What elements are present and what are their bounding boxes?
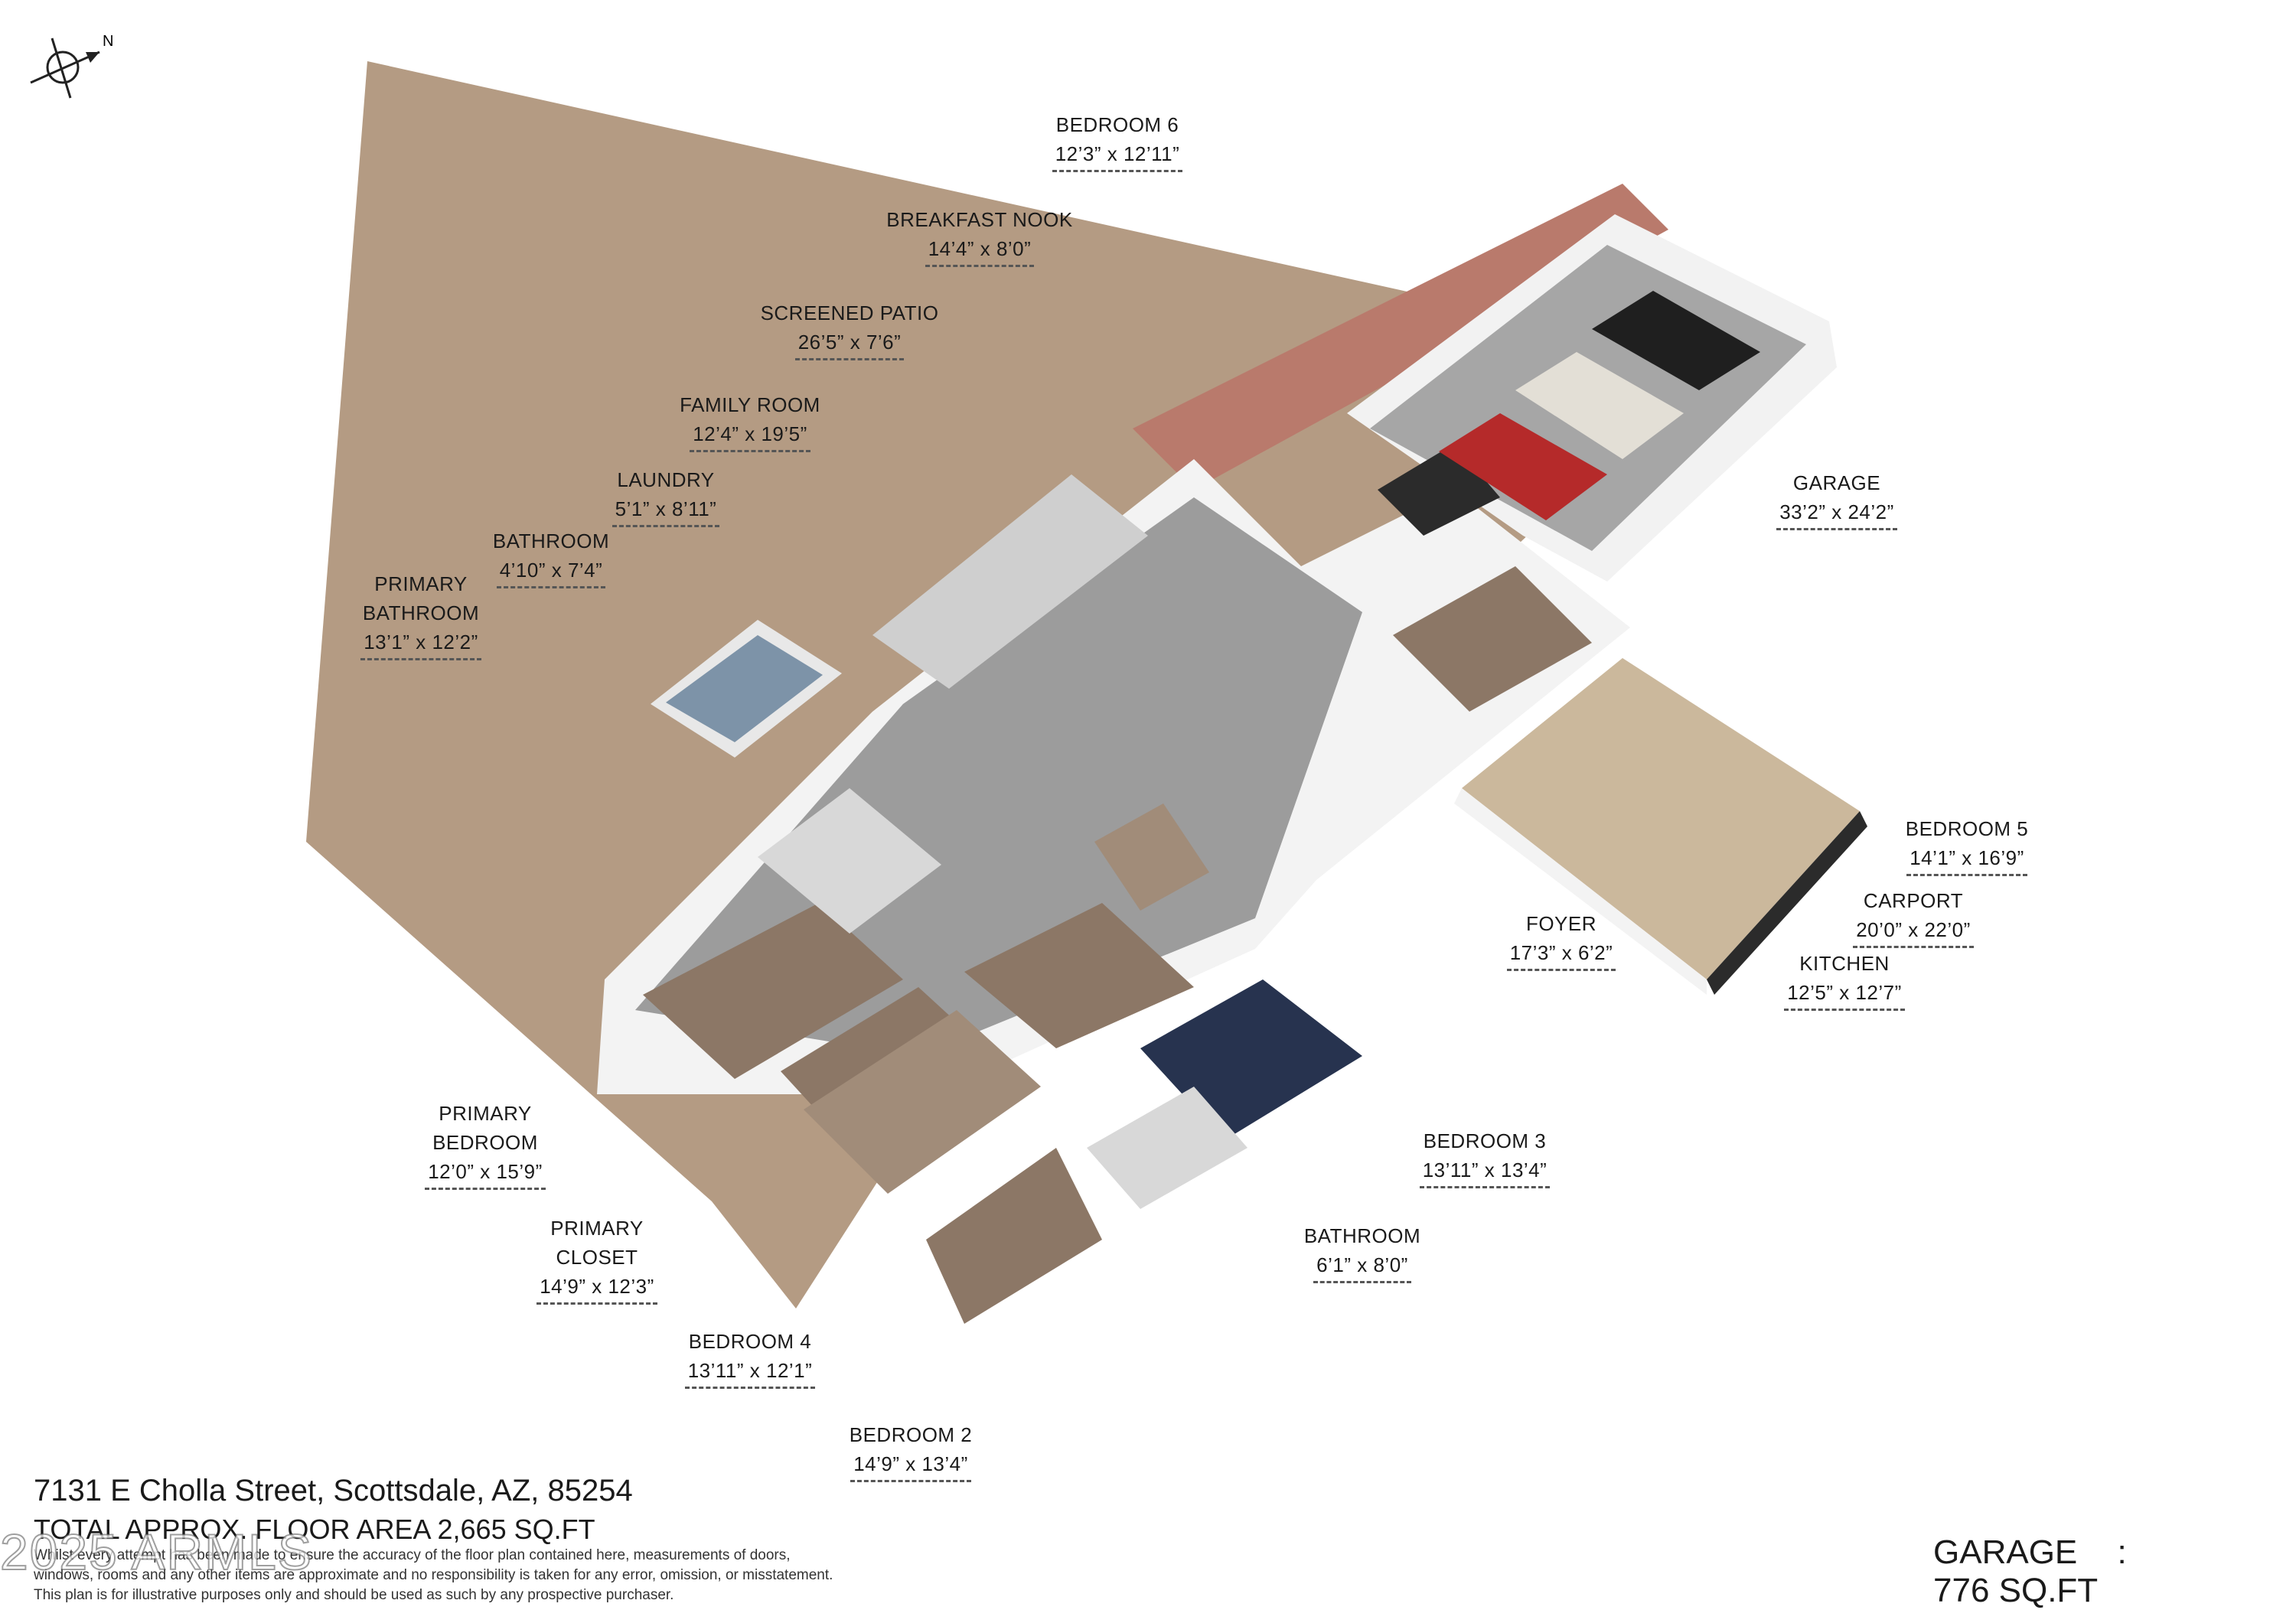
disclaimer: Whilst every attempt has been made to en… xyxy=(34,1546,1029,1605)
house-body xyxy=(597,459,1630,1324)
garage-area-label: GARAGE xyxy=(1933,1533,2078,1571)
garage-block xyxy=(1347,214,1837,582)
pool xyxy=(651,620,842,758)
watermark: 2025 ARMLS xyxy=(0,1523,313,1581)
disclaimer-line: windows, rooms and any other items are a… xyxy=(34,1567,833,1583)
address: 7131 E Cholla Street, Scottsdale, AZ, 85… xyxy=(34,1474,633,1507)
compass-north-label: N xyxy=(103,33,113,50)
garage-area-value: 776 SQ.FT xyxy=(1933,1572,2099,1609)
carport-slab xyxy=(1454,658,1867,995)
compass-icon: N xyxy=(30,33,113,99)
garage-area-summary: GARAGE : 776 SQ.FT xyxy=(1933,1533,2296,1610)
total-floor-area: TOTAL APPROX. FLOOR AREA 2,665 SQ.FT xyxy=(34,1514,595,1545)
brick-patio xyxy=(1133,184,1668,490)
disclaimer-line: Whilst every attempt has been made to en… xyxy=(34,1547,791,1563)
garage-area-sep: : xyxy=(2117,1533,2127,1571)
disclaimer-line: This plan is for illustrative purposes o… xyxy=(34,1587,674,1603)
